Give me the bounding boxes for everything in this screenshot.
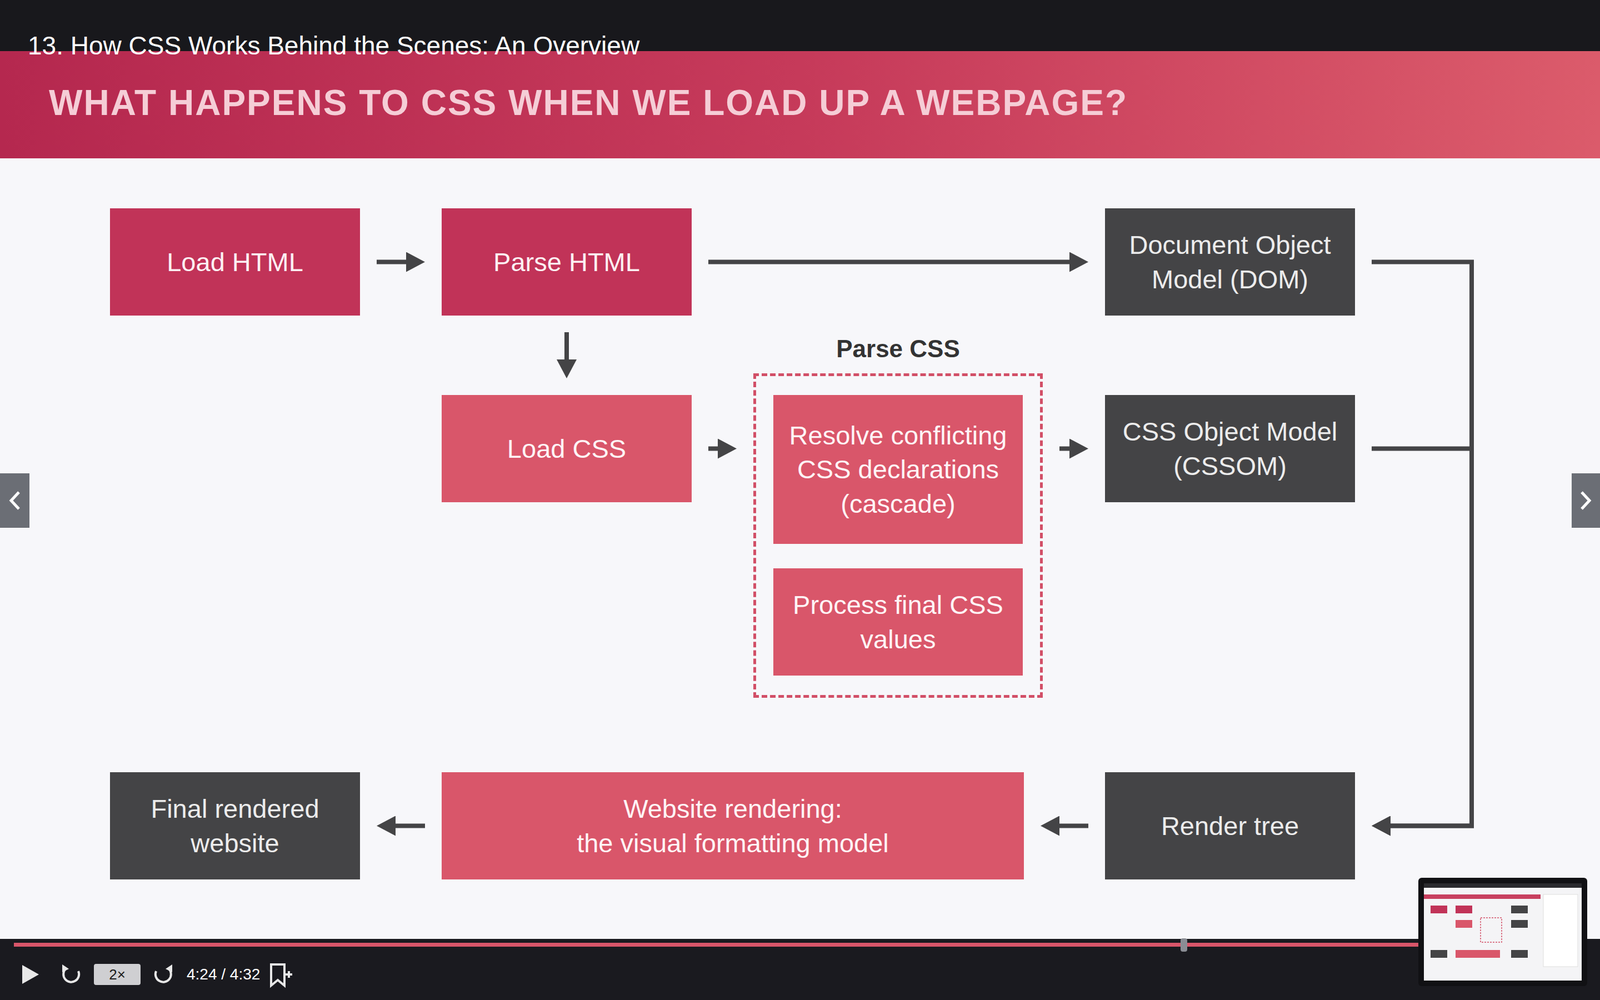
model-box: CSS Object Model (CSSOM) <box>1105 395 1355 503</box>
box-text: Render tree <box>1161 808 1299 843</box>
progress-handle <box>1180 938 1188 952</box>
thumbnail-frame <box>1418 877 1588 987</box>
flow-arrow <box>1059 446 1078 452</box>
play-icon <box>22 965 39 984</box>
flow-arrow <box>1371 448 1472 827</box>
model-box: Render tree <box>1105 772 1355 880</box>
process-box: Parse HTML <box>441 208 692 316</box>
group-box: Parse CSS Resolve conflicting CSS declara… <box>753 333 1043 698</box>
process-box: Load CSS <box>441 395 692 503</box>
speed-label: 2× <box>93 963 141 985</box>
flow-arrow <box>1371 262 1472 827</box>
box-text: Document Object Model (DOM) <box>1112 227 1348 296</box>
output-box: Final rendered website <box>110 772 360 880</box>
thumbnail-box <box>1455 905 1473 914</box>
time-label: 4:24 / 4:32 <box>186 963 260 985</box>
video-title: 13. How CSS Works Behind the Scenes: An … <box>27 31 640 60</box>
process-box: Resolve conflicting CSS declarations (ca… <box>773 395 1023 544</box>
next-button <box>1571 473 1600 528</box>
box-text: Load HTML <box>166 245 304 279</box>
speed-badge <box>93 963 141 985</box>
process-box: Load HTML <box>110 208 360 316</box>
flow-arrow <box>708 260 1078 265</box>
thumbnail-box <box>1430 950 1448 958</box>
thumbnail <box>1418 877 1588 987</box>
thumbnail-sidebar <box>1543 894 1578 967</box>
box-text: Website rendering: <box>623 791 843 826</box>
next-chevron <box>1581 492 1590 509</box>
forward-icon <box>155 968 172 983</box>
flow-arrow <box>1051 823 1089 829</box>
thumbnail-box <box>1511 905 1528 914</box>
flow-arrow <box>708 446 726 452</box>
slide-title: WHAT HAPPENS TO CSS WHEN WE LOAD UP A WE… <box>48 82 1128 124</box>
thumbnail-screen <box>1423 883 1582 981</box>
process-box: Website rendering:the visual formatting … <box>441 772 1024 880</box>
rewind-icon <box>63 968 79 983</box>
process-box: Process final CSS values <box>773 568 1023 676</box>
prev-button <box>0 473 30 528</box>
thumbnail-group <box>1480 917 1502 943</box>
box-text: Load CSS <box>507 431 627 466</box>
thumbnail-bar <box>1423 883 1582 888</box>
bookmark-icon <box>271 964 285 986</box>
progress-bar <box>13 942 1419 947</box>
flow-arrow <box>564 332 569 368</box>
box-text: Final rendered website <box>117 791 353 860</box>
group-heading: Parse CSS <box>753 333 1043 365</box>
thumbnail-header <box>1423 894 1541 899</box>
thumbnail-box <box>1455 950 1500 958</box>
bookmark-plus <box>285 971 293 978</box>
thumbnail-box <box>1430 905 1448 914</box>
box-text: CSS Object Model (CSSOM) <box>1112 414 1348 483</box>
flow-arrow <box>387 823 425 829</box>
box-text: Parse HTML <box>493 245 640 279</box>
box-text: the visual formatting model <box>576 826 889 860</box>
prev-chevron <box>11 492 19 509</box>
box-text: Process final CSS values <box>781 587 1015 656</box>
rewind-icon-head <box>62 964 69 973</box>
thumbnail-box <box>1511 920 1528 928</box>
flow-arrow <box>376 260 414 265</box>
forward-icon-head <box>165 964 173 973</box>
thumbnail-box <box>1511 950 1528 958</box>
thumbnail-box <box>1455 920 1473 928</box>
model-box: Document Object Model (DOM) <box>1105 208 1355 316</box>
box-text: Resolve conflicting CSS declarations (ca… <box>781 418 1015 520</box>
